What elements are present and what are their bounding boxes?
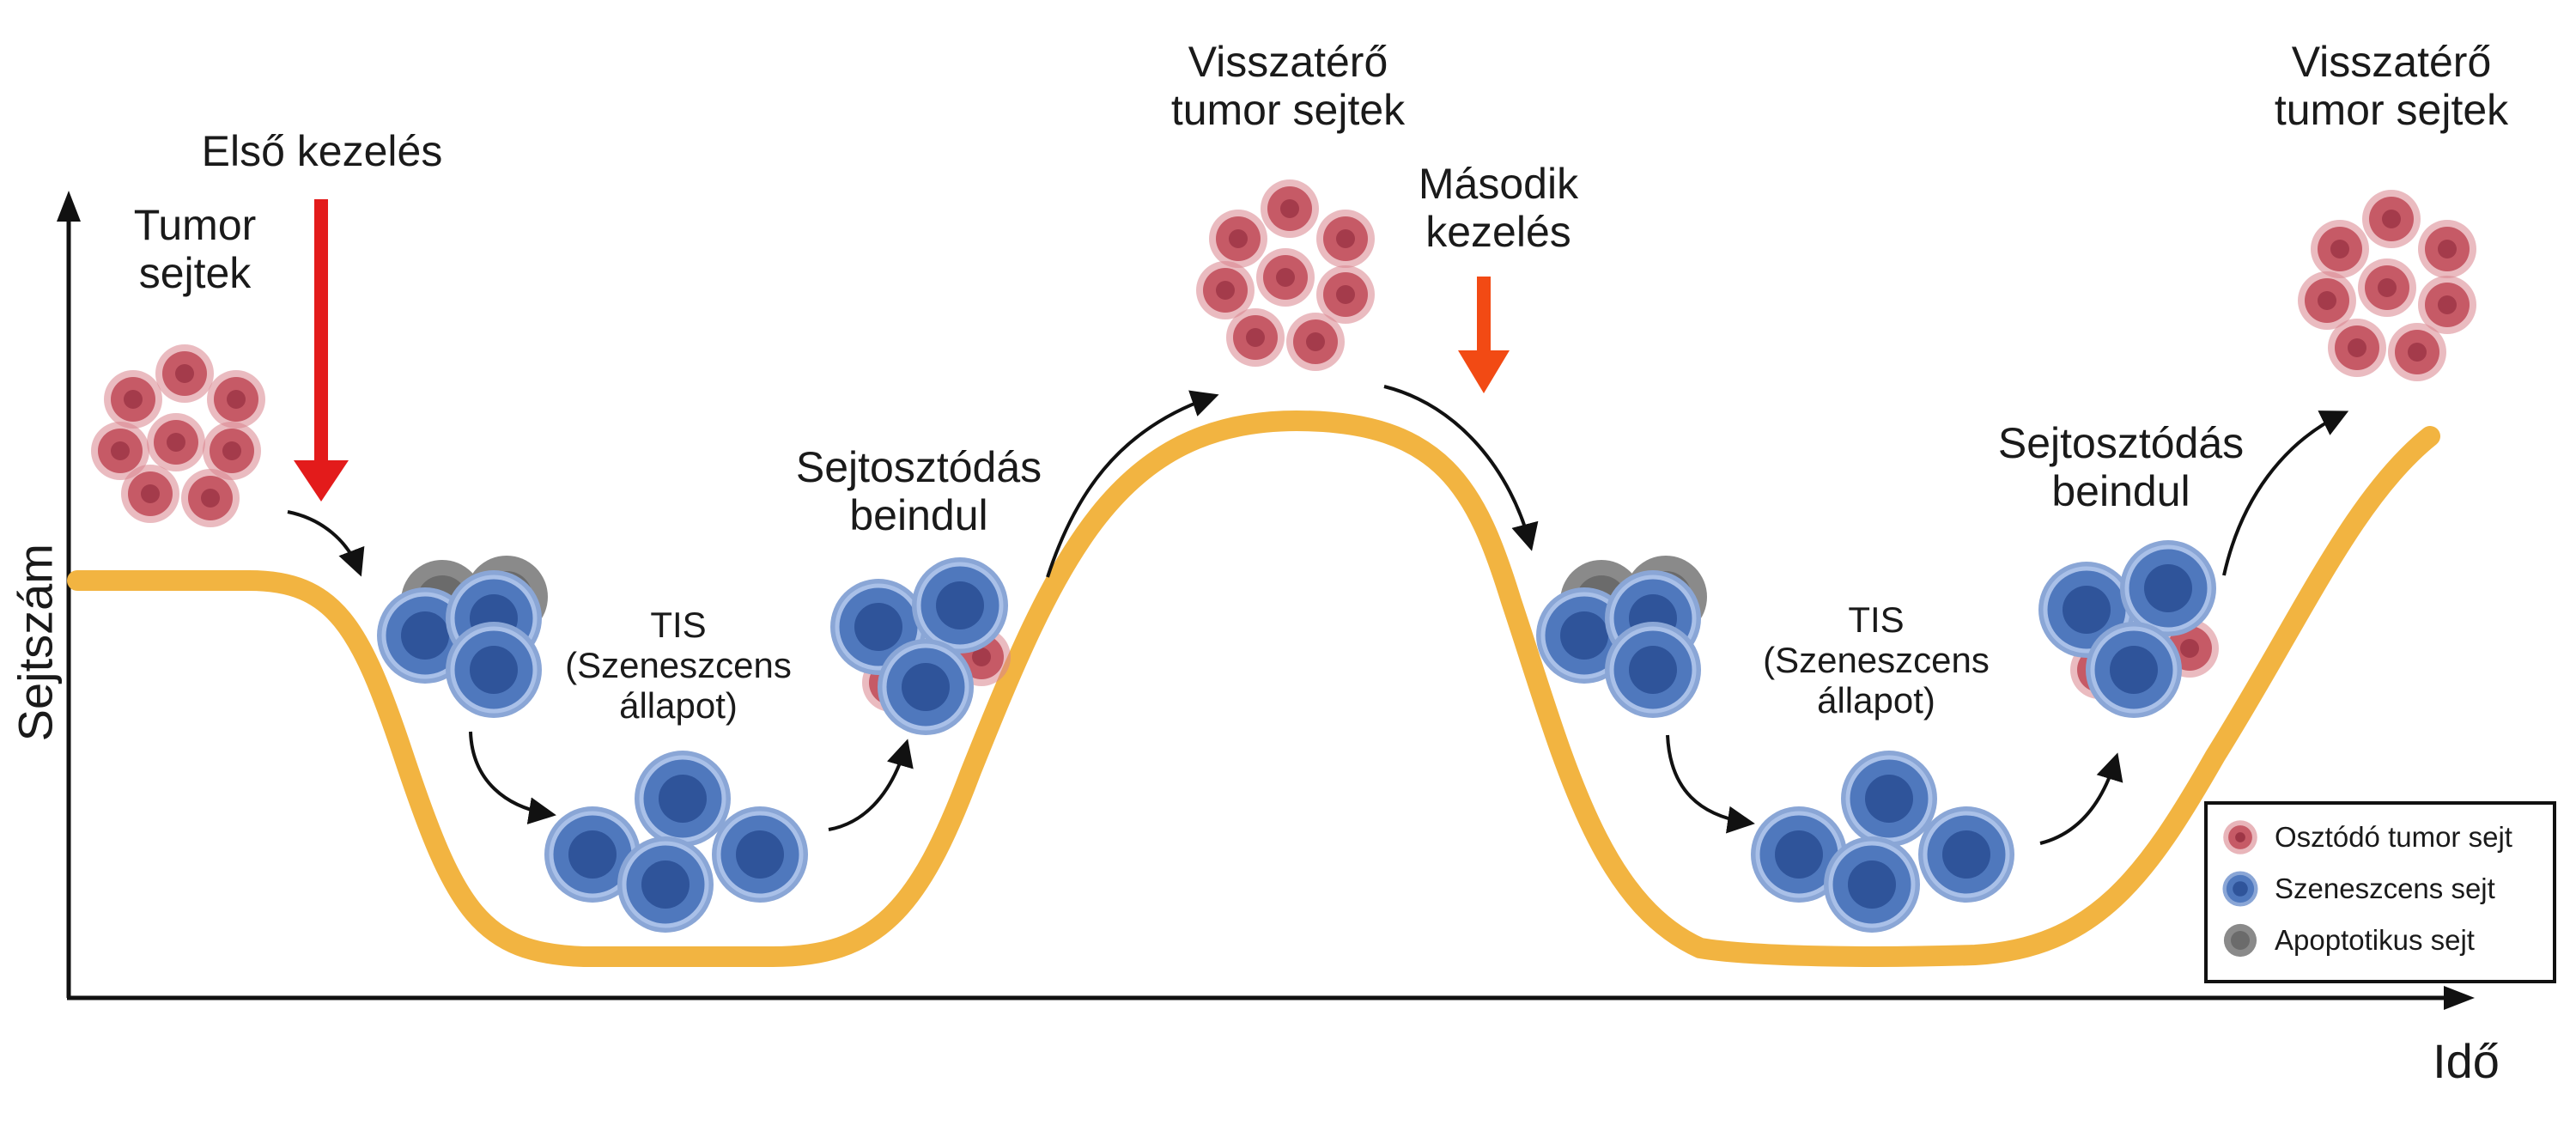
legend: Osztódó tumor sejt Szeneszcens sejt Apop… (2204, 801, 2556, 983)
arrow-to-second-treatment-cluster (1383, 385, 1539, 551)
legend-label: Osztódó tumor sejt (2275, 821, 2512, 853)
first-treatment-arrow (294, 199, 349, 502)
arrow-to-senescent-cluster-1 (287, 510, 365, 577)
legend-item-apoptotic: Apoptotikus sejt (2221, 918, 2475, 963)
arrow-to-returning-1 (1046, 390, 1219, 578)
label-tumor-cells: Tumor sejtek (133, 201, 257, 297)
label-first-treatment: Első kezelés (201, 127, 443, 175)
tumor-cluster-returning-1 (1196, 179, 1375, 371)
legend-item-dividing: Osztódó tumor sejt (2221, 815, 2512, 860)
label-second-treatment: Második kezelés (1418, 160, 1579, 256)
arrow-to-division-1 (828, 739, 914, 831)
mixed-cluster-2 (2038, 540, 2219, 718)
treated-cluster-1 (377, 556, 548, 718)
legend-label: Szeneszcens sejt (2275, 873, 2495, 904)
x-axis (67, 986, 2475, 1010)
treated-cluster-2 (1536, 556, 1707, 718)
label-division-starts-2: Sejtosztódás beindul (1997, 419, 2245, 515)
y-axis (57, 191, 81, 998)
apoptotic-cell-icon (2223, 923, 2257, 958)
label-division-starts-1: Sejtosztódás beindul (795, 443, 1042, 539)
arrow-to-tis-2 (1666, 734, 1755, 834)
label-tis-1: TIS (Szeneszcens állapot) (565, 605, 792, 727)
x-axis-label: Idő (2433, 1034, 2500, 1088)
cell-count-curve (67, 410, 2440, 967)
arrow-to-returning-2 (2222, 410, 2349, 576)
tis-cluster-1 (544, 751, 808, 933)
tumor-cluster-initial (91, 344, 265, 527)
second-treatment-arrow (1458, 277, 1510, 393)
arrow-to-tis-1 (469, 731, 556, 824)
tis-cluster-2 (1751, 751, 2014, 933)
y-axis-label: Sejtszám (8, 544, 63, 742)
label-returning-2: Visszatérő tumor sejtek (2274, 38, 2509, 134)
mixed-cluster-1 (830, 557, 1011, 735)
tumor-cluster-returning-2 (2298, 190, 2476, 381)
senescent-cell-icon (2222, 871, 2258, 907)
label-returning-1: Visszatérő tumor sejtek (1170, 38, 1406, 134)
label-tis-2: TIS (Szeneszcens állapot) (1763, 599, 1990, 721)
arrow-to-division-2 (2039, 752, 2123, 845)
dividing-tumor-cell-icon (2223, 820, 2257, 854)
legend-item-senescent: Szeneszcens sejt (2221, 867, 2495, 911)
progress-arrows (287, 385, 2349, 845)
legend-label: Apoptotikus sejt (2275, 924, 2475, 956)
